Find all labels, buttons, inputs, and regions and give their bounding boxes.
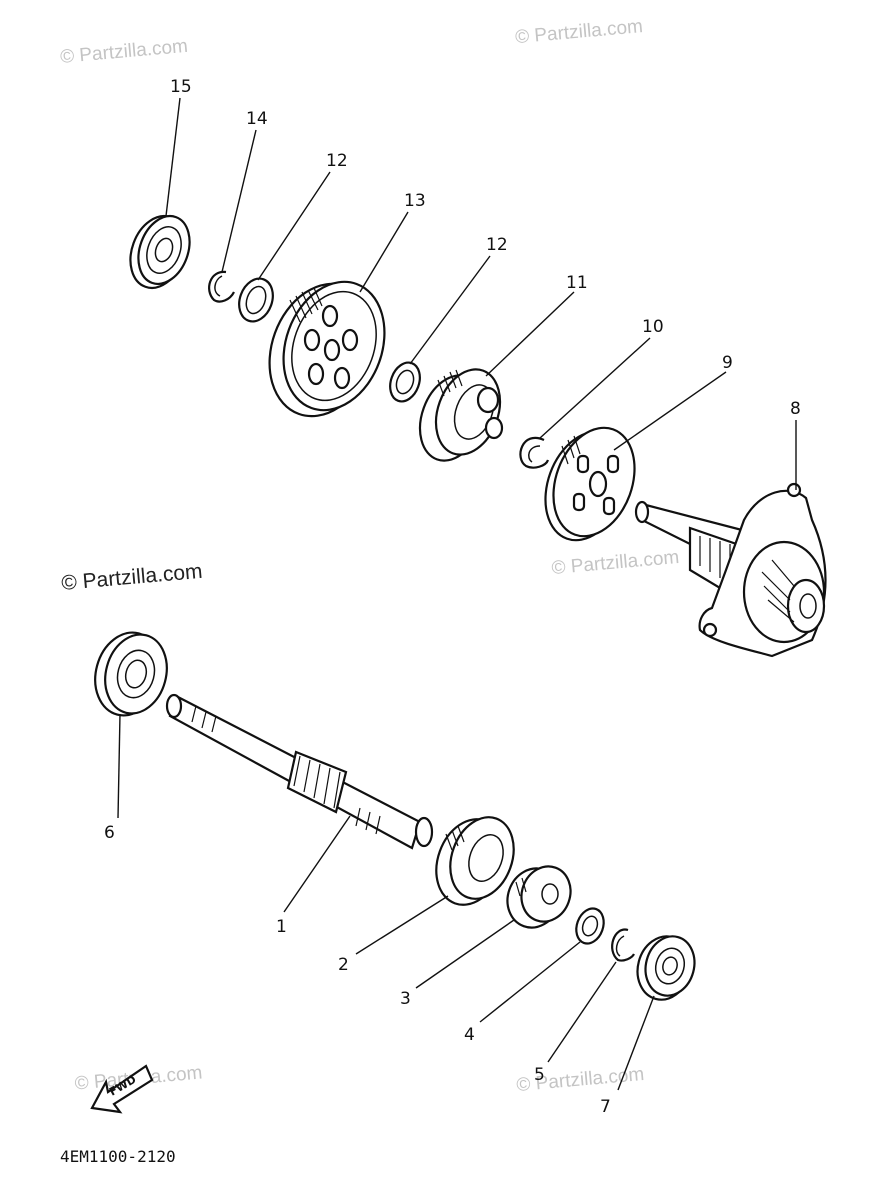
part-11-hub: [418, 368, 504, 462]
callout-2: 2: [338, 955, 349, 975]
part-8-shaft-assembly: [634, 482, 827, 658]
callout-14: 14: [246, 109, 268, 129]
callout-10: 10: [642, 317, 664, 337]
part-12-washer: [238, 277, 274, 323]
callout-15: 15: [170, 77, 192, 97]
callouts: 15 14 12 13 12 11 10 9 8 6 1 2 3 4 5 7: [104, 77, 801, 1117]
part-3-gear: [506, 865, 572, 929]
part-10-circlip: [519, 436, 550, 469]
part-9-plate: [544, 426, 636, 542]
watermark: © Partzilla.com: [514, 16, 643, 48]
leader-lines: [117, 97, 797, 1091]
watermark: © Partzilla.com: [59, 36, 188, 68]
watermark: © Partzilla.com: [551, 547, 680, 579]
part-1-main-shaft: [165, 693, 434, 850]
callout-13: 13: [404, 191, 426, 211]
callout-8: 8: [790, 399, 801, 419]
part-15-bearing: [129, 215, 191, 289]
part-13-gear: [268, 280, 386, 418]
part-4-washer: [575, 907, 605, 945]
callout-1: 1: [276, 917, 287, 937]
drawing-code: 4EM1100-2120: [60, 1147, 176, 1166]
part-12-washer: [389, 361, 421, 403]
callout-6: 6: [104, 823, 115, 843]
watermark: © Partzilla.com: [60, 560, 203, 595]
callout-3: 3: [400, 989, 411, 1009]
part-2-gear: [435, 816, 515, 906]
callout-11: 11: [566, 273, 588, 293]
callout-4: 4: [464, 1025, 475, 1045]
callout-7: 7: [600, 1097, 611, 1117]
callout-12-upper: 12: [326, 151, 348, 171]
part-14-circlip: [208, 270, 235, 303]
part-6-bearing: [94, 631, 168, 717]
part-7-bearing: [636, 935, 696, 1001]
callout-9: 9: [722, 353, 733, 373]
callout-5: 5: [534, 1065, 545, 1085]
part-5-circlip: [611, 928, 635, 962]
callout-12-lower: 12: [486, 235, 508, 255]
